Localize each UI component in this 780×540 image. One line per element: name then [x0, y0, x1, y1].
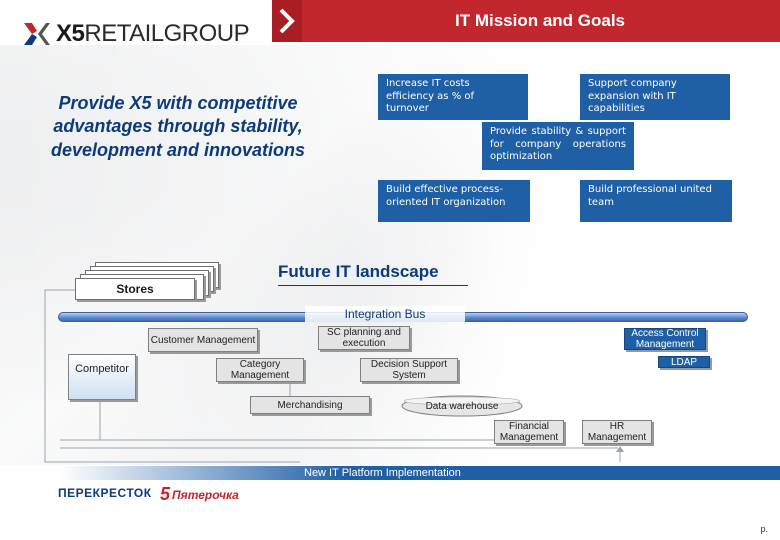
pyaterochka-logo: 5 Пятерочка	[160, 484, 239, 504]
mission-statement: Provide X5 with competitive advantages t…	[50, 93, 306, 160]
access-control-box: Access Control Management	[624, 328, 706, 350]
goal-process-organization: Build effective process-oriented IT orga…	[378, 180, 530, 222]
category-management-box: Category Management	[216, 358, 304, 382]
hr-management-box: HR Management	[582, 420, 652, 444]
data-warehouse-cylinder	[400, 394, 524, 418]
stores-box: Stores	[75, 278, 195, 300]
logo-wordmark: X5RETAILGROUP	[56, 20, 250, 47]
goal-professional-team: Build professional united team	[580, 180, 732, 222]
goal-costs-efficiency: Increase IT costs efficiency as % of tur…	[378, 74, 528, 120]
landscape-title: Future IT landscape	[278, 262, 439, 281]
goal-stability-support: Provide stability & support for company …	[482, 122, 634, 170]
x5-logo: X5RETAILGROUP	[22, 18, 262, 50]
chevron-right-icon	[272, 0, 302, 42]
sc-planning-box: SC planning and execution	[318, 326, 410, 350]
platform-label: New IT Platform Implementation	[304, 467, 461, 479]
integration-bus-label: Integration Bus	[305, 306, 465, 322]
x5-logo-icon	[22, 19, 52, 49]
page-number: p.	[760, 524, 768, 534]
header-bar	[272, 0, 780, 42]
customer-management-box: Customer Management	[148, 328, 258, 352]
competitor-box: Competitor	[68, 354, 136, 400]
platform-bar	[60, 466, 780, 480]
ldap-box: LDAP	[658, 356, 710, 368]
financial-management-box: Financial Management	[494, 420, 564, 444]
merchandising-box: Merchandising	[250, 396, 370, 414]
page-title: IT Mission and Goals	[454, 11, 626, 30]
data-warehouse-label: Data warehouse	[425, 401, 499, 412]
title-underline	[278, 285, 468, 286]
goal-company-expansion: Support company expansion with IT capabi…	[580, 74, 730, 120]
decision-support-box: Decision Support System	[360, 358, 458, 382]
perekrestok-logo: ПЕРЕКРЕСТОК	[58, 486, 152, 500]
